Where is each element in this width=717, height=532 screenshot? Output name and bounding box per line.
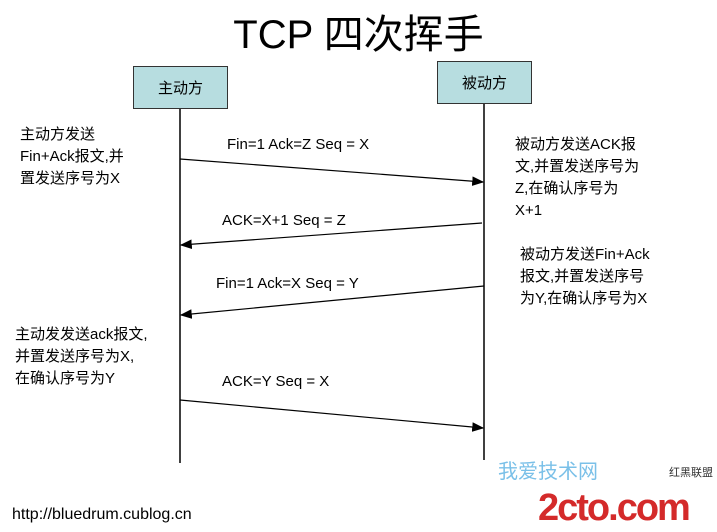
message-label-2: ACK=X+1 Seq = Z bbox=[222, 212, 346, 229]
watermark-cn: 我爱技术网 bbox=[498, 461, 598, 483]
note-passive-fin: 被动方发送Fin+Ack 报文,并置发送序号 为Y,在确认序号为X bbox=[520, 246, 650, 307]
actor-active: 主动方 bbox=[133, 66, 228, 109]
footer-url: http://bluedrum.cublog.cn bbox=[12, 506, 192, 523]
message-arrow-2 bbox=[179, 222, 483, 249]
message-label-3: Fin=1 Ack=X Seq = Y bbox=[216, 275, 359, 292]
message-arrow-1 bbox=[179, 158, 485, 186]
message-arrow-3 bbox=[179, 285, 485, 319]
note-passive-ack: 被动方发送ACK报 文,并置发送序号为 Z,在确认序号为 X+1 bbox=[515, 136, 640, 219]
note-active-ack: 主动发发送ack报文, 并置发送序号为X, 在确认序号为Y bbox=[15, 326, 148, 387]
watermark-logo: 我爱技术网 红黑联盟 2cto.com bbox=[498, 460, 713, 532]
message-arrow-4 bbox=[179, 399, 485, 432]
watermark-sub: 红黑联盟 bbox=[669, 467, 713, 479]
watermark-brand: 2cto.com bbox=[538, 487, 691, 529]
diagram-title: TCP 四次挥手 bbox=[233, 13, 484, 57]
note-active-fin: 主动方发送 Fin+Ack报文,并 置发送序号为X bbox=[20, 126, 124, 187]
actor-passive: 被动方 bbox=[437, 61, 532, 104]
message-label-4: ACK=Y Seq = X bbox=[222, 373, 330, 390]
message-label-1: Fin=1 Ack=Z Seq = X bbox=[227, 136, 370, 153]
